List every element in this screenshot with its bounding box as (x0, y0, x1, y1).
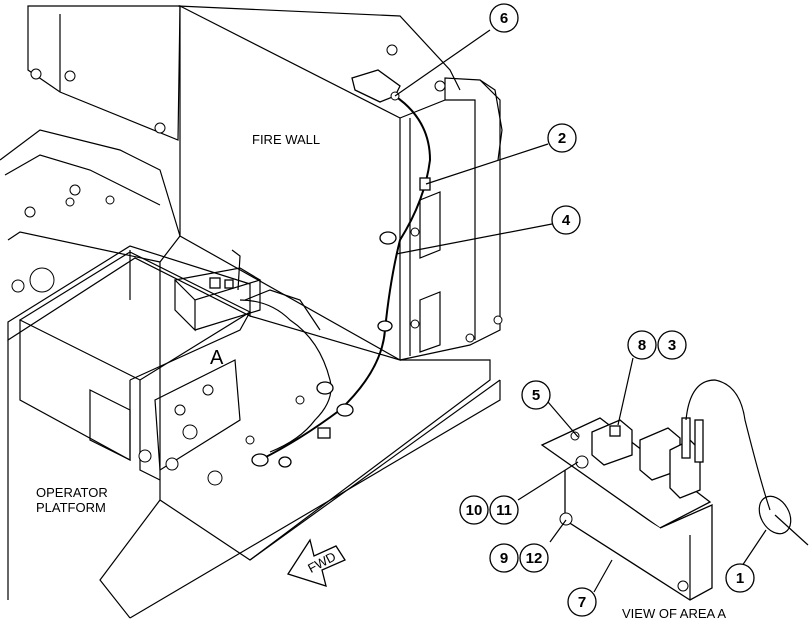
floor-structure (0, 129, 501, 619)
detail-module (540, 379, 809, 601)
callout-1: 1 (725, 563, 755, 593)
callout-10-num: 10 (466, 502, 483, 519)
callout-6: 6 (489, 3, 519, 33)
fire-wall-panel (27, 5, 503, 362)
callout-4-num: 4 (562, 212, 571, 229)
callout-7: 7 (567, 587, 597, 617)
callout-5-num: 5 (532, 387, 540, 404)
console-box (18, 251, 252, 481)
callout-4: 4 (551, 205, 581, 235)
area-a-label: A (210, 347, 224, 369)
callout-10: 10 (459, 495, 489, 525)
callout-9-num: 9 (500, 550, 508, 567)
callout-3: 3 (657, 330, 687, 360)
callout-2: 2 (547, 123, 577, 153)
callout-7-num: 7 (578, 594, 586, 611)
harness-wire (239, 69, 432, 468)
callout-11-num: 11 (496, 502, 512, 519)
fwd-arrow: FWD (286, 538, 346, 587)
callout-8-num: 8 (638, 337, 646, 354)
callout-1-num: 1 (736, 570, 744, 587)
operator-label-line1: OPERATOR (36, 485, 108, 500)
callout-5: 5 (521, 380, 551, 410)
operator-label-line2: PLATFORM (36, 500, 106, 515)
callout-leaders (394, 29, 767, 593)
module-in-place (173, 249, 262, 332)
callout-8: 8 (627, 330, 657, 360)
view-of-area-label: VIEW OF AREA A (622, 606, 726, 621)
callout-2-num: 2 (558, 130, 566, 147)
fire-wall-label: FIRE WALL (252, 132, 320, 147)
callout-9: 9 (489, 543, 519, 573)
callout-12-num: 12 (526, 550, 543, 567)
callout-11: 11 (489, 495, 519, 525)
callout-6-num: 6 (500, 10, 508, 27)
callout-3-num: 3 (668, 337, 676, 354)
callout-12: 12 (519, 543, 549, 573)
